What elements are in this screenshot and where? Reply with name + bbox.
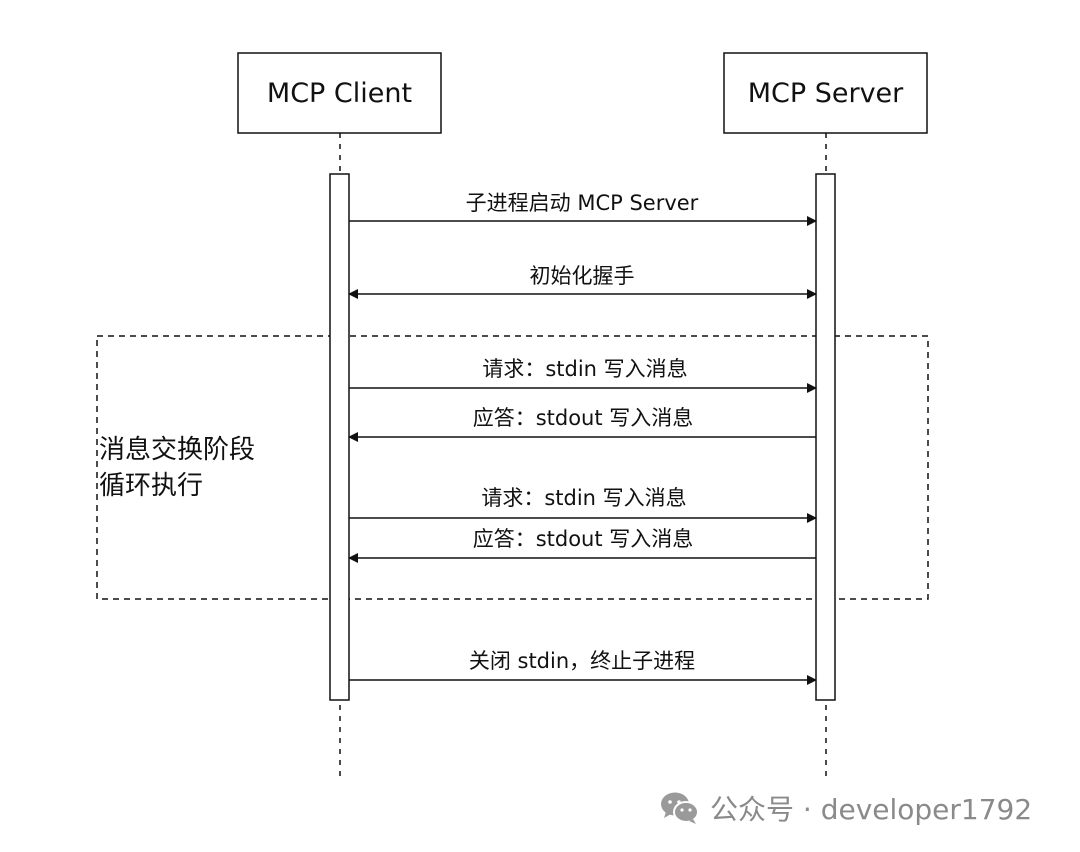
message-1: 子进程启动 MCP Server [349, 191, 817, 226]
participant-server-label: MCP Server [748, 78, 904, 109]
message-5: 请求：stdin 写入消息 [349, 486, 817, 523]
message-6-label: 应答：stdout 写入消息 [473, 527, 694, 551]
loop-label-line1: 消息交换阶段 [99, 435, 255, 465]
message-3-label: 请求：stdin 写入消息 [482, 357, 687, 381]
message-7: 关闭 stdin，终止子进程 [349, 649, 817, 685]
client-activation-bar [329, 173, 350, 701]
watermark-text: 公众号 · developer1792 [710, 793, 1033, 826]
participant-client: MCP Client [237, 52, 442, 134]
watermark: 公众号 · developer1792 [660, 788, 1032, 828]
server-activation-bar [815, 173, 836, 701]
message-3: 请求：stdin 写入消息 [349, 357, 817, 393]
participant-client-label: MCP Client [267, 78, 412, 109]
message-5-label: 请求：stdin 写入消息 [481, 486, 686, 510]
message-2-label: 初始化握手 [530, 264, 635, 288]
loop-frame [96, 335, 929, 600]
message-2: 初始化握手 [348, 264, 817, 299]
loop-label-line2: 循环执行 [99, 471, 203, 501]
wechat-icon [660, 791, 700, 825]
message-7-label: 关闭 stdin，终止子进程 [469, 649, 695, 673]
message-1-label: 子进程启动 MCP Server [466, 191, 699, 215]
message-4: 应答：stdout 写入消息 [348, 406, 816, 442]
message-4-label: 应答：stdout 写入消息 [473, 406, 694, 430]
message-6: 应答：stdout 写入消息 [348, 527, 816, 563]
participant-server: MCP Server [723, 52, 928, 134]
